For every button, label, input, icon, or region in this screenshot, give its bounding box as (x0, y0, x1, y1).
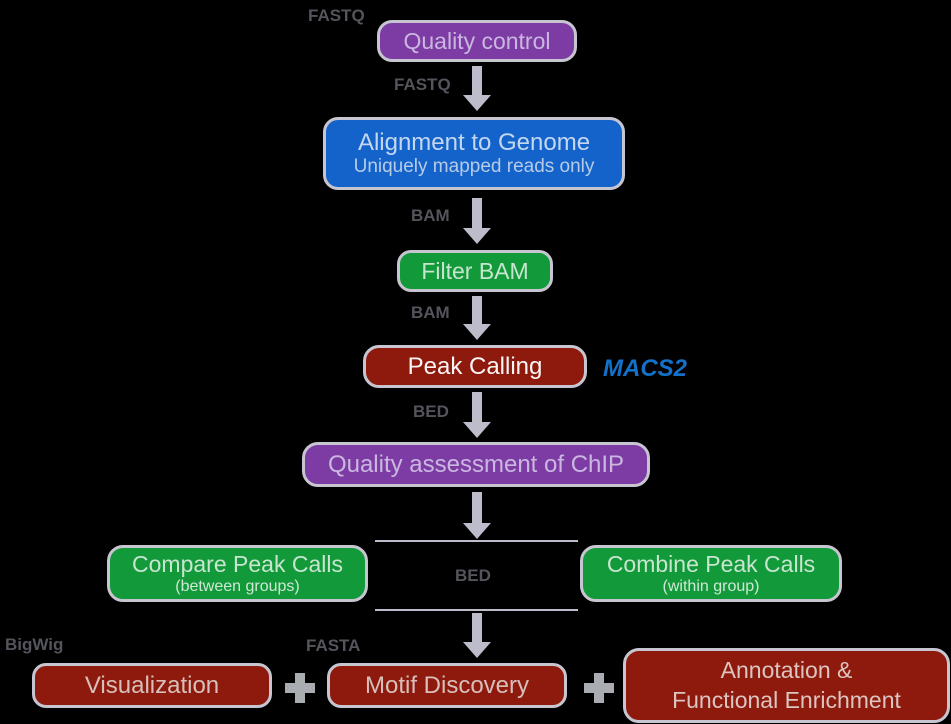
format-label-fastq-input: FASTQ (308, 6, 365, 25)
node-label-line2: Functional Enrichment (672, 686, 901, 713)
node-peak-calling: Peak Calling (363, 345, 587, 388)
arrow-shaft (472, 198, 482, 228)
node-label: Quality control (403, 27, 551, 54)
arrow-down-icon (463, 392, 491, 438)
arrow-head (463, 422, 491, 438)
plus-icon (584, 673, 614, 703)
bed-divider-top (375, 540, 578, 542)
bed-divider-bottom (375, 609, 578, 611)
format-label-bed: BED (455, 566, 491, 585)
node-visualization: Visualization (32, 663, 272, 708)
arrow-shaft (472, 296, 482, 324)
arrow-head (463, 523, 491, 539)
format-label-bam: BAM (411, 206, 450, 225)
node-sublabel: (between groups) (175, 577, 300, 595)
node-label-line1: Annotation & (720, 656, 853, 683)
node-alignment-to-genome: Alignment to Genome Uniquely mapped read… (323, 117, 625, 190)
arrow-down-icon (463, 198, 491, 244)
arrow-shaft (472, 613, 482, 642)
node-label: Visualization (84, 671, 220, 699)
node-label: Quality assessment of ChIP (327, 450, 625, 478)
arrow-down-icon (463, 296, 491, 340)
node-label: Filter BAM (421, 257, 529, 284)
arrow-head (463, 228, 491, 244)
node-combine-peak-calls: Combine Peak Calls (within group) (580, 545, 842, 602)
node-sublabel: (within group) (662, 577, 760, 595)
node-compare-peak-calls: Compare Peak Calls (between groups) (107, 545, 368, 602)
arrow-down-icon (463, 492, 491, 539)
arrow-shaft (472, 492, 482, 523)
node-motif-discovery: Motif Discovery (327, 663, 567, 708)
arrow-head (463, 324, 491, 340)
node-label: Alignment to Genome (357, 128, 591, 156)
node-label: Motif Discovery (364, 671, 530, 699)
node-sublabel: Uniquely mapped reads only (353, 156, 595, 178)
node-label: Combine Peak Calls (606, 551, 816, 578)
arrow-shaft (472, 66, 482, 95)
node-annotation-functional-enrichment: Annotation & Functional Enrichment (623, 648, 950, 723)
format-label-bam: BAM (411, 303, 450, 322)
arrow-down-icon (463, 66, 491, 111)
node-label: Compare Peak Calls (132, 551, 343, 578)
macs2-tool-label: MACS2 (603, 355, 688, 382)
format-label-fastq: FASTQ (394, 75, 451, 94)
arrow-shaft (472, 392, 482, 422)
arrow-head (463, 95, 491, 111)
format-label-bigwig: BigWig (5, 635, 64, 654)
node-filter-bam: Filter BAM (397, 250, 553, 292)
arrow-down-icon (463, 613, 491, 658)
node-quality-assessment-chip: Quality assessment of ChIP (302, 442, 650, 487)
node-quality-control: Quality control (377, 20, 577, 62)
plus-icon (285, 673, 315, 703)
format-label-bed: BED (413, 402, 449, 421)
format-label-fasta: FASTA (306, 636, 361, 655)
node-label: Peak Calling (407, 352, 543, 380)
arrow-head (463, 642, 491, 658)
